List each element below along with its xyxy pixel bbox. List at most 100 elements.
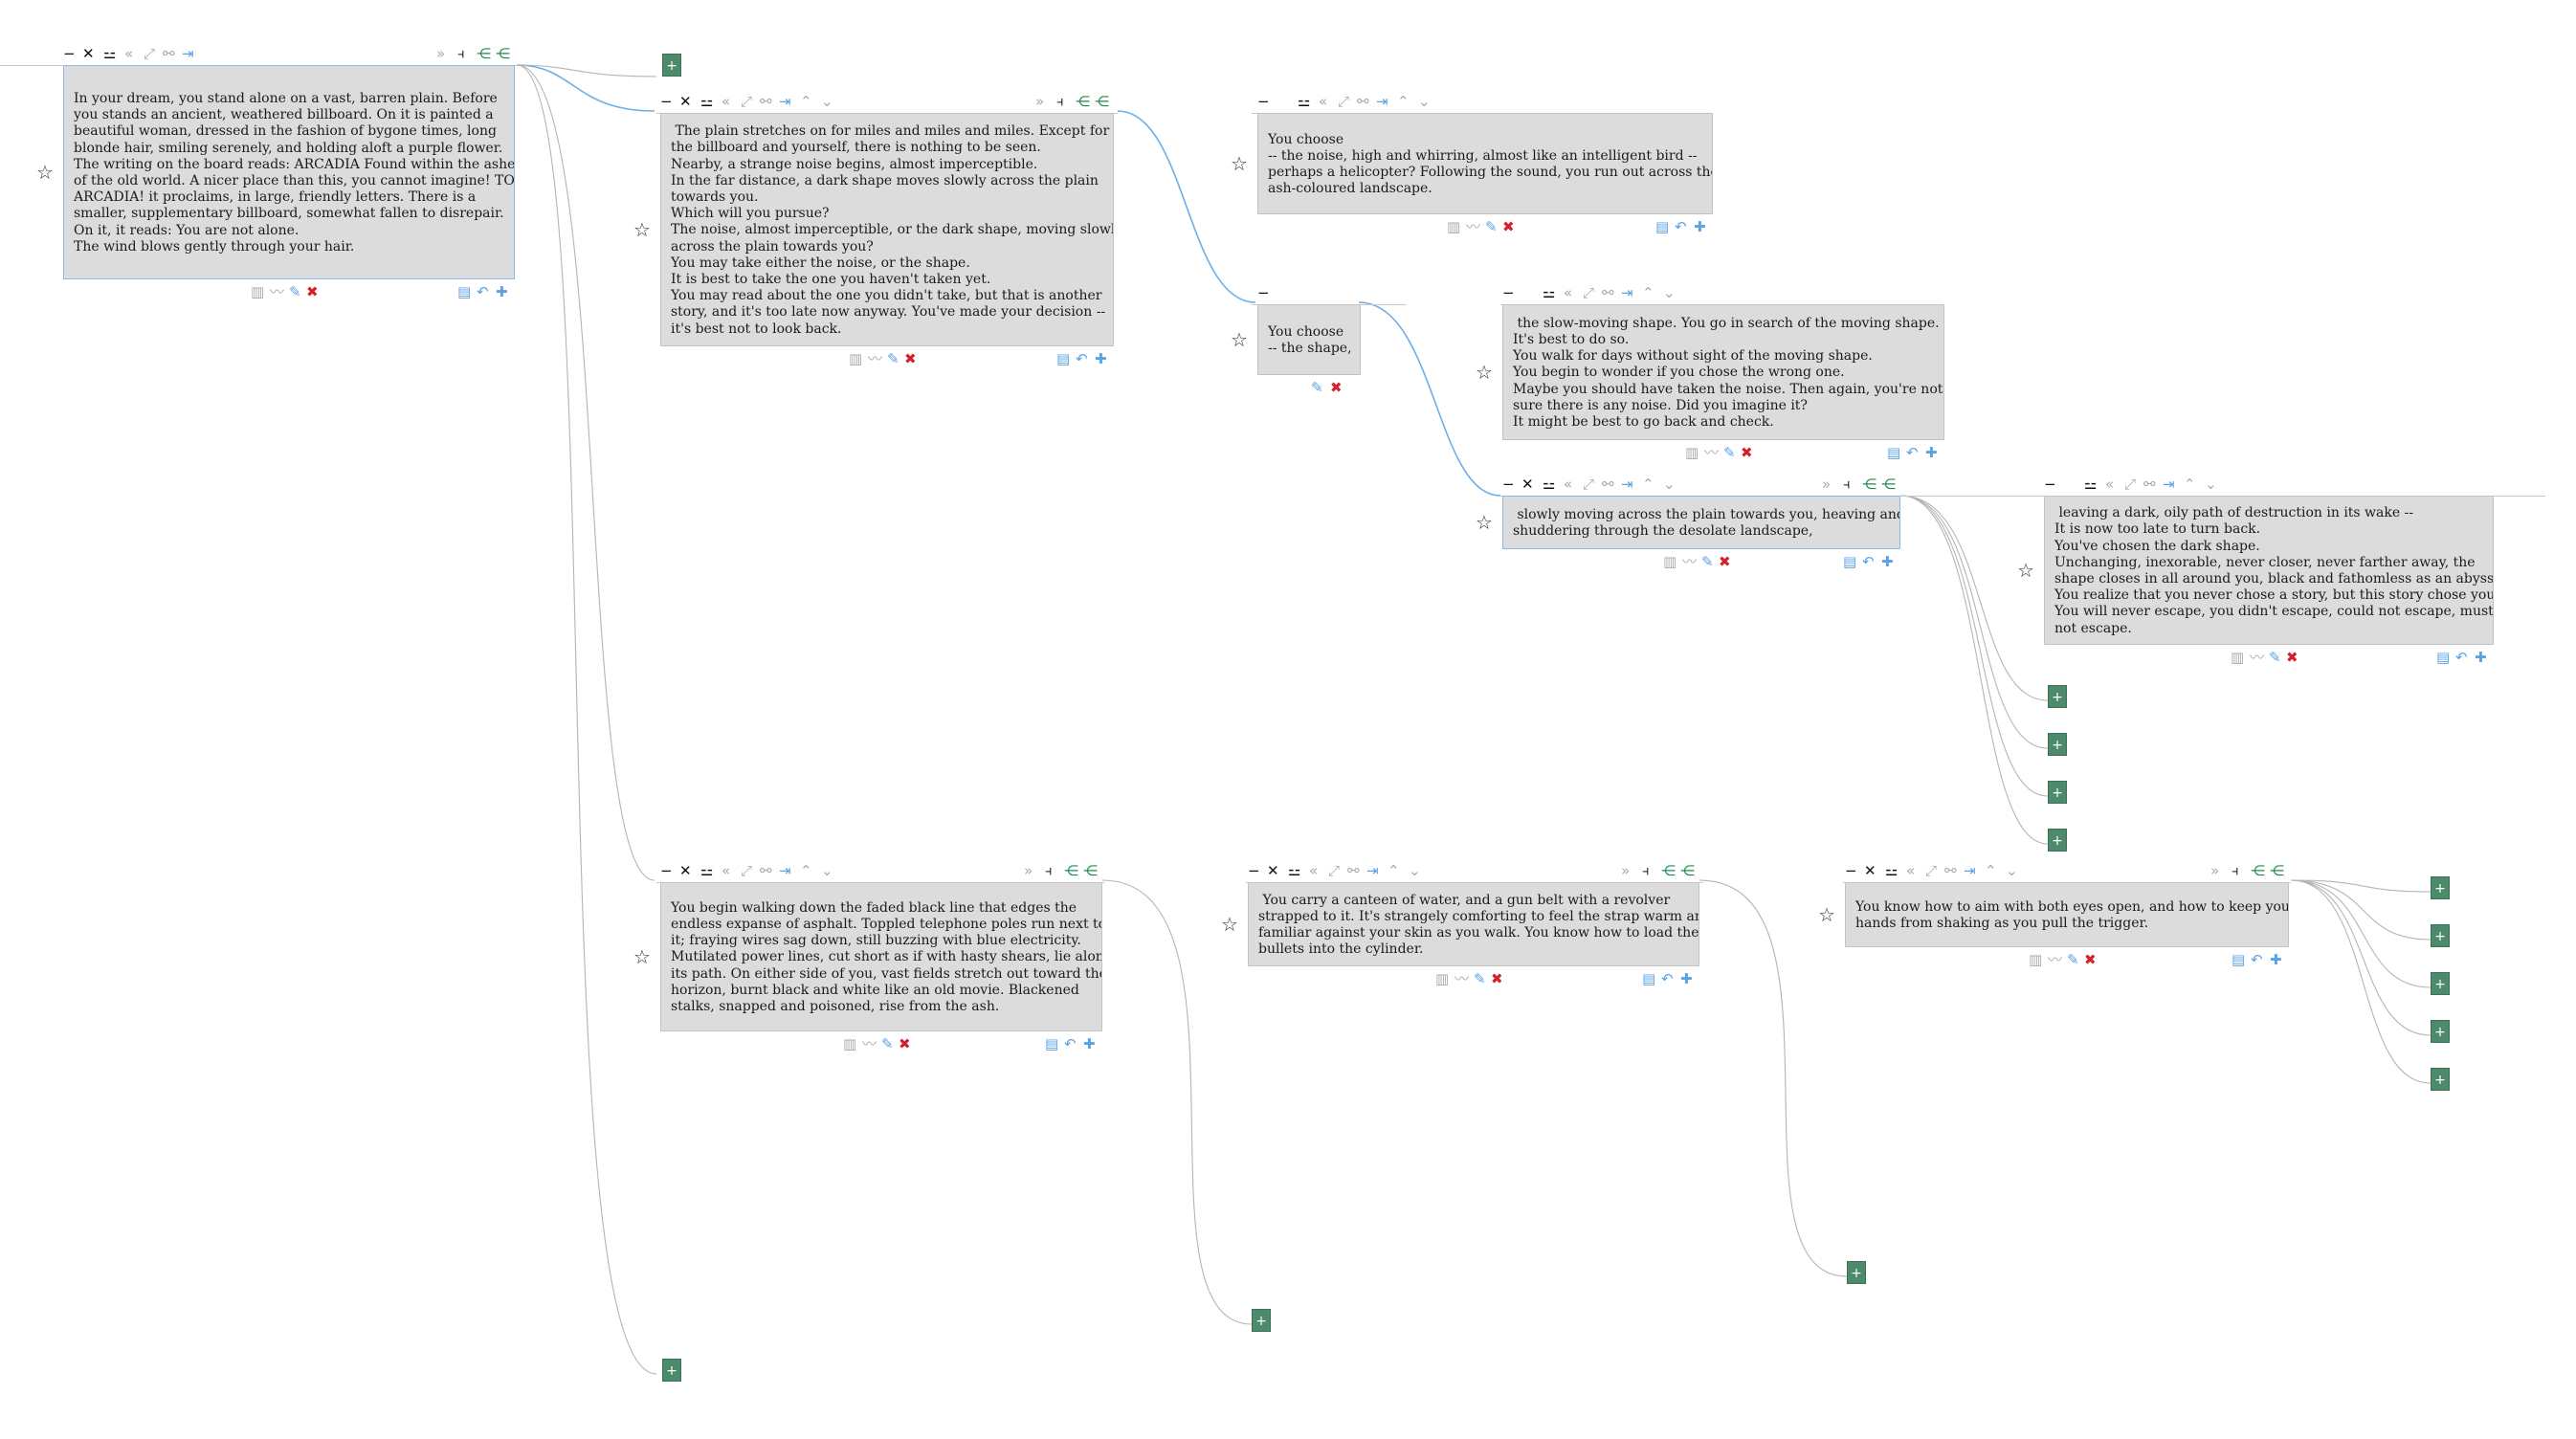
chain-icon[interactable]: ⚯ xyxy=(1602,284,1614,301)
undo-icon[interactable]: ↶ xyxy=(1076,350,1088,367)
tree-view-icon[interactable]: ⚍ xyxy=(1543,476,1556,493)
add-icon[interactable]: ✚ xyxy=(1881,553,1894,570)
save-icon[interactable]: ▤ xyxy=(1642,970,1656,987)
add-icon[interactable]: ✚ xyxy=(2475,649,2487,666)
move-down-icon[interactable]: ⌄ xyxy=(1663,284,1676,301)
link-icon[interactable]: ⤢ xyxy=(1338,93,1350,110)
previous-sibling-icon[interactable]: « xyxy=(1564,476,1573,493)
export-icon[interactable]: ⇥ xyxy=(1621,476,1633,493)
export-icon[interactable]: ⇥ xyxy=(779,862,791,879)
story-node[interactable]: In your dream, you stand alone on a vast… xyxy=(63,65,515,279)
favorite-star-icon[interactable]: ☆ xyxy=(1231,328,1248,351)
favorite-star-icon[interactable]: ☆ xyxy=(2017,559,2034,582)
story-node[interactable]: You know how to aim with both eyes open,… xyxy=(1845,882,2289,947)
story-node[interactable]: You choose -- the shape, xyxy=(1257,304,1361,375)
add-branch-icon[interactable]: ⋲ xyxy=(1083,862,1098,879)
collapse-icon[interactable]: − xyxy=(1257,284,1270,301)
collapse-icon[interactable]: − xyxy=(660,862,673,879)
read-icon[interactable]: ▥ xyxy=(1663,553,1677,570)
story-node[interactable]: leaving a dark, oily path of destruction… xyxy=(2044,496,2494,645)
link-icon[interactable]: ⤢ xyxy=(1925,862,1938,879)
favorite-star-icon[interactable]: ☆ xyxy=(1476,361,1493,384)
read-icon[interactable]: ▥ xyxy=(2029,951,2043,968)
undo-icon[interactable]: ↶ xyxy=(1064,1035,1077,1052)
split-node-icon[interactable]: ⫞ xyxy=(1843,476,1851,493)
edit-icon[interactable]: ✎ xyxy=(1311,379,1323,396)
tree-view-icon[interactable]: ⚍ xyxy=(2084,476,2098,493)
move-up-icon[interactable]: ⌃ xyxy=(1397,93,1410,110)
delete-icon[interactable]: ✖ xyxy=(1330,379,1343,396)
undo-icon[interactable]: ↶ xyxy=(1661,970,1674,987)
move-up-icon[interactable]: ⌃ xyxy=(1388,862,1400,879)
expand-all-icon[interactable]: ✕ xyxy=(679,93,692,110)
save-icon[interactable]: ▤ xyxy=(2436,649,2451,666)
add-icon[interactable]: ✚ xyxy=(2270,951,2282,968)
add-icon[interactable]: ✚ xyxy=(1083,1035,1096,1052)
collapse-icon[interactable]: − xyxy=(660,93,673,110)
link-icon[interactable]: ⤢ xyxy=(2124,476,2137,493)
add-icon[interactable]: ✚ xyxy=(1095,350,1107,367)
undo-icon[interactable]: ↶ xyxy=(2455,649,2468,666)
move-up-icon[interactable]: ⌃ xyxy=(1642,284,1654,301)
add-icon[interactable]: ✚ xyxy=(496,283,508,300)
undo-icon[interactable]: ↶ xyxy=(1675,218,1687,235)
tree-view-icon[interactable]: ⚍ xyxy=(1298,93,1311,110)
chain-icon[interactable]: ⚯ xyxy=(1347,862,1360,879)
link-icon[interactable]: ⤢ xyxy=(1583,284,1595,301)
add-child-button[interactable]: + xyxy=(2048,781,2067,804)
save-icon[interactable]: ▤ xyxy=(1655,218,1670,235)
stats-icon[interactable]: 〰 xyxy=(862,1035,877,1052)
expand-all-icon[interactable]: ✕ xyxy=(679,862,692,879)
move-down-icon[interactable]: ⌄ xyxy=(1418,93,1431,110)
tree-view-icon[interactable]: ⚍ xyxy=(1288,862,1301,879)
story-node[interactable]: the slow-moving shape. You go in search … xyxy=(1502,304,1944,440)
add-child-button[interactable]: + xyxy=(2431,876,2450,899)
previous-sibling-icon[interactable]: « xyxy=(2105,476,2115,493)
chain-icon[interactable]: ⚯ xyxy=(1602,476,1614,493)
delete-icon[interactable]: ✖ xyxy=(1741,444,1753,461)
split-node-icon[interactable]: ⫞ xyxy=(457,45,465,62)
expand-all-icon[interactable]: ✕ xyxy=(1521,476,1534,493)
collapse-icon[interactable]: − xyxy=(63,45,76,62)
stats-icon[interactable]: 〰 xyxy=(270,283,285,300)
save-icon[interactable]: ▤ xyxy=(457,283,472,300)
add-child-button[interactable]: + xyxy=(2048,733,2067,756)
add-branch-icon[interactable]: ⋲ xyxy=(1881,476,1896,493)
previous-sibling-icon[interactable]: « xyxy=(1309,862,1319,879)
read-icon[interactable]: ▥ xyxy=(1447,218,1461,235)
edit-icon[interactable]: ✎ xyxy=(1723,444,1736,461)
stats-icon[interactable]: 〰 xyxy=(1682,553,1698,570)
delete-icon[interactable]: ✖ xyxy=(904,350,917,367)
chain-icon[interactable]: ⚯ xyxy=(1357,93,1369,110)
save-icon[interactable]: ▤ xyxy=(1887,444,1901,461)
chain-icon[interactable]: ⚯ xyxy=(2143,476,2156,493)
previous-sibling-icon[interactable]: « xyxy=(722,93,731,110)
expand-all-icon[interactable]: ✕ xyxy=(1864,862,1876,879)
move-down-icon[interactable]: ⌄ xyxy=(2006,862,2018,879)
add-icon[interactable]: ✚ xyxy=(1925,444,1938,461)
favorite-star-icon[interactable]: ☆ xyxy=(633,945,651,968)
delete-icon[interactable]: ✖ xyxy=(1719,553,1731,570)
move-up-icon[interactable]: ⌃ xyxy=(2184,476,2196,493)
branch-icon[interactable]: ⋲ xyxy=(1661,862,1676,879)
stats-icon[interactable]: 〰 xyxy=(868,350,883,367)
edit-icon[interactable]: ✎ xyxy=(1701,553,1714,570)
read-icon[interactable]: ▥ xyxy=(1685,444,1699,461)
save-icon[interactable]: ▤ xyxy=(2232,951,2246,968)
collapse-icon[interactable]: − xyxy=(1502,476,1515,493)
undo-icon[interactable]: ↶ xyxy=(477,283,489,300)
stats-icon[interactable]: 〰 xyxy=(2250,649,2265,666)
add-icon[interactable]: ✚ xyxy=(1694,218,1706,235)
undo-icon[interactable]: ↶ xyxy=(1862,553,1875,570)
link-icon[interactable]: ⤢ xyxy=(741,862,753,879)
chain-icon[interactable]: ⚯ xyxy=(163,45,175,62)
split-node-icon[interactable]: ⫞ xyxy=(2232,862,2239,879)
collapse-icon[interactable]: − xyxy=(1248,862,1260,879)
move-down-icon[interactable]: ⌄ xyxy=(2205,476,2217,493)
branch-icon[interactable]: ⋲ xyxy=(2251,862,2265,879)
add-child-button[interactable]: + xyxy=(2048,829,2067,852)
split-node-icon[interactable]: ⫞ xyxy=(1056,93,1064,110)
link-icon[interactable]: ⤢ xyxy=(741,93,753,110)
tree-view-icon[interactable]: ⚍ xyxy=(103,45,117,62)
undo-icon[interactable]: ↶ xyxy=(2251,951,2263,968)
